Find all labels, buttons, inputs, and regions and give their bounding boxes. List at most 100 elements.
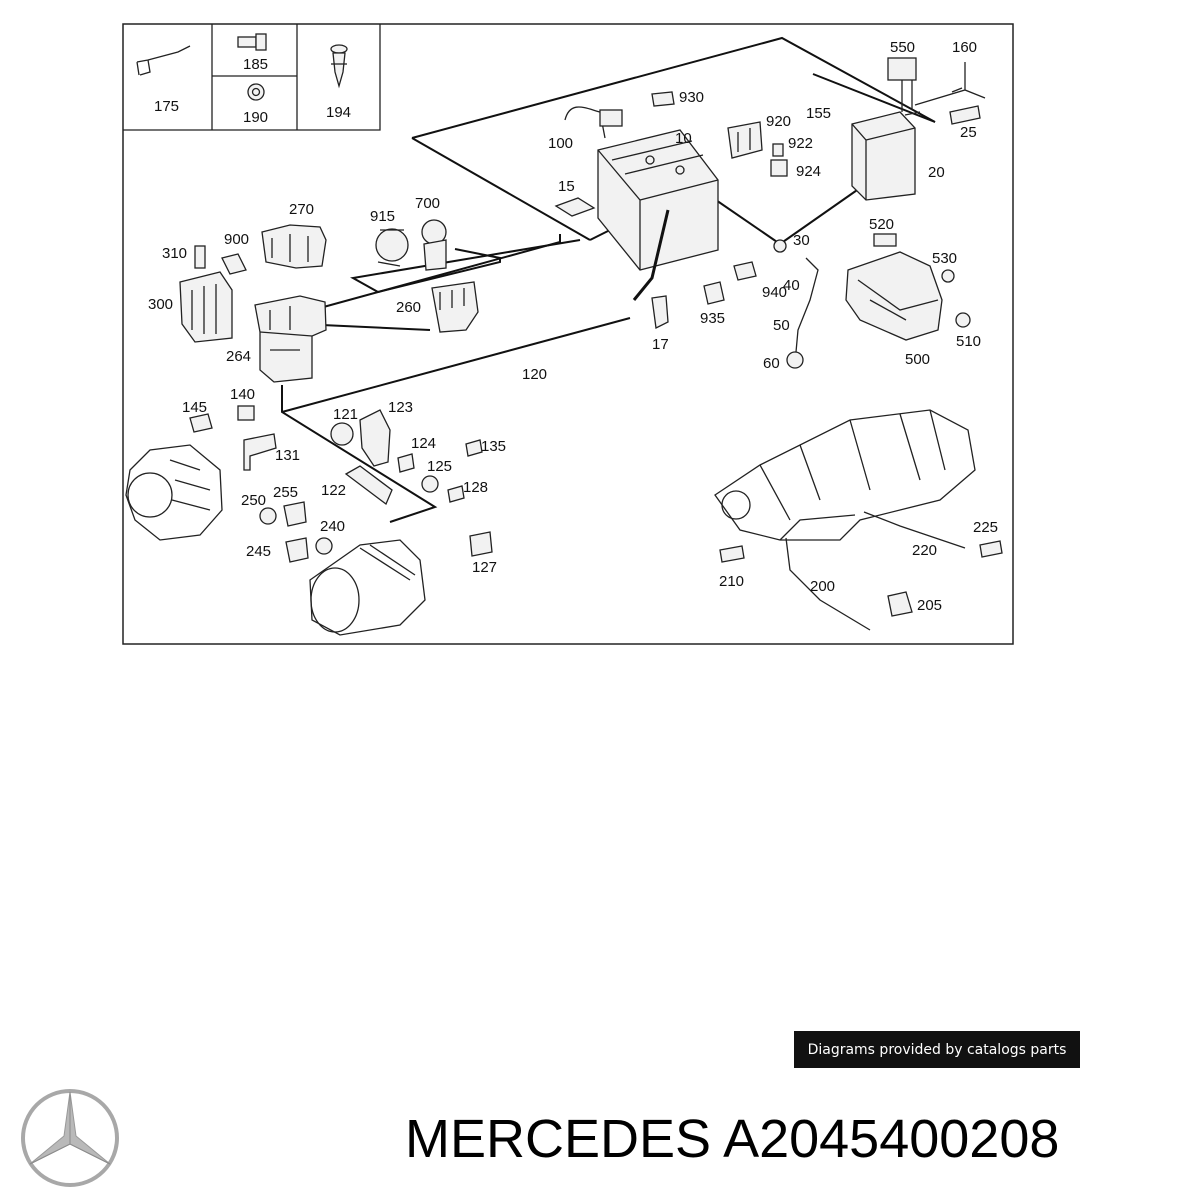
cable-100: [564, 106, 623, 139]
fusebox-264: [254, 295, 327, 383]
bracket-131: [243, 433, 277, 471]
label-194: 194: [326, 104, 351, 121]
label-128: 128: [463, 479, 488, 496]
label-700: 700: [415, 195, 440, 212]
label-160: 160: [952, 39, 977, 56]
nut-530: [941, 269, 955, 283]
bolt-225: [979, 540, 1003, 558]
label-15: 15: [558, 178, 575, 195]
small-parts-inset: [123, 24, 381, 131]
label-155: 155: [806, 105, 831, 122]
relay-520: [873, 233, 897, 247]
mercedes-star-icon: [21, 1089, 119, 1187]
label-915: 915: [370, 208, 395, 225]
bracket-175: [136, 45, 191, 76]
pad-15: [554, 197, 596, 217]
nut-240: [315, 537, 333, 555]
cap-30: [773, 239, 787, 253]
label-225: 225: [973, 519, 998, 536]
label-131: 131: [275, 447, 300, 464]
label-924: 924: [796, 163, 821, 180]
cap-245: [285, 537, 309, 563]
label-530: 530: [932, 250, 957, 267]
bolt-185: [237, 33, 267, 51]
terminal-940: [733, 261, 757, 281]
part-922: [772, 143, 784, 157]
label-940: 940: [762, 284, 787, 301]
label-900: 900: [224, 231, 249, 248]
label-935: 935: [700, 310, 725, 327]
label-920: 920: [766, 113, 791, 130]
starter: [309, 539, 426, 636]
module-915: [375, 228, 409, 267]
cap-255: [283, 501, 307, 527]
part-125: [421, 475, 439, 493]
label-140: 140: [230, 386, 255, 403]
page-title: MERCEDES A2045400208: [405, 1109, 1060, 1169]
clip-25: [949, 105, 981, 125]
label-922: 922: [788, 135, 813, 152]
part-121: [330, 422, 354, 446]
cable-200: [785, 537, 871, 631]
label-124: 124: [411, 435, 436, 452]
nut-190: [247, 83, 265, 101]
cover-935: [703, 281, 725, 305]
label-245: 245: [246, 543, 271, 560]
box-20: [851, 111, 916, 201]
label-210: 210: [719, 573, 744, 590]
battery-10: [597, 129, 719, 301]
diagram-source-caption: Diagrams provided by catalogs parts: [794, 1031, 1080, 1068]
cover-930: [651, 91, 675, 107]
boot-122: [344, 465, 393, 506]
grommet-60: [786, 351, 804, 369]
label-127: 127: [472, 559, 497, 576]
label-270: 270: [289, 201, 314, 218]
nut-510: [955, 312, 971, 328]
label-60: 60: [763, 355, 780, 372]
label-205: 205: [917, 597, 942, 614]
plug-900: [221, 253, 247, 275]
label-250: 250: [241, 492, 266, 509]
label-10: 10: [675, 130, 692, 147]
label-121: 121: [333, 406, 358, 423]
label-255: 255: [273, 484, 298, 501]
part-124: [397, 453, 415, 473]
parts-diagram: 175 185 190 194 550 160 155 25 20 930 10…: [122, 23, 1014, 645]
label-145: 145: [182, 399, 207, 416]
label-520: 520: [869, 216, 894, 233]
cable-40: [795, 257, 819, 353]
label-30: 30: [793, 232, 810, 249]
label-500: 500: [905, 351, 930, 368]
clip-194: [330, 44, 348, 89]
bolt-210: [719, 545, 745, 563]
alternator: [125, 444, 223, 541]
label-40: 40: [783, 277, 800, 294]
label-510: 510: [956, 333, 981, 350]
pin-310: [194, 245, 206, 269]
fusebox-300: [179, 271, 233, 343]
leader-lines: [281, 36, 936, 523]
label-100: 100: [548, 135, 573, 152]
nut-250: [259, 507, 277, 525]
relay-550: [887, 57, 917, 112]
cable-160: [914, 62, 986, 106]
label-122: 122: [321, 482, 346, 499]
clamp-17: [651, 295, 669, 329]
label-125: 125: [427, 458, 452, 475]
label-260: 260: [396, 299, 421, 316]
part-127: [469, 531, 493, 557]
label-550: 550: [890, 39, 915, 56]
label-185: 185: [243, 56, 268, 73]
label-20: 20: [928, 164, 945, 181]
part-140: [237, 405, 255, 421]
engine-block: [714, 409, 976, 541]
part-924: [770, 159, 788, 177]
cover-270: [261, 224, 327, 269]
label-300: 300: [148, 296, 173, 313]
cover-123: [359, 409, 391, 467]
label-240: 240: [320, 518, 345, 535]
bracket-920: [727, 121, 763, 159]
label-310: 310: [162, 245, 187, 262]
label-120: 120: [522, 366, 547, 383]
label-200: 200: [810, 578, 835, 595]
